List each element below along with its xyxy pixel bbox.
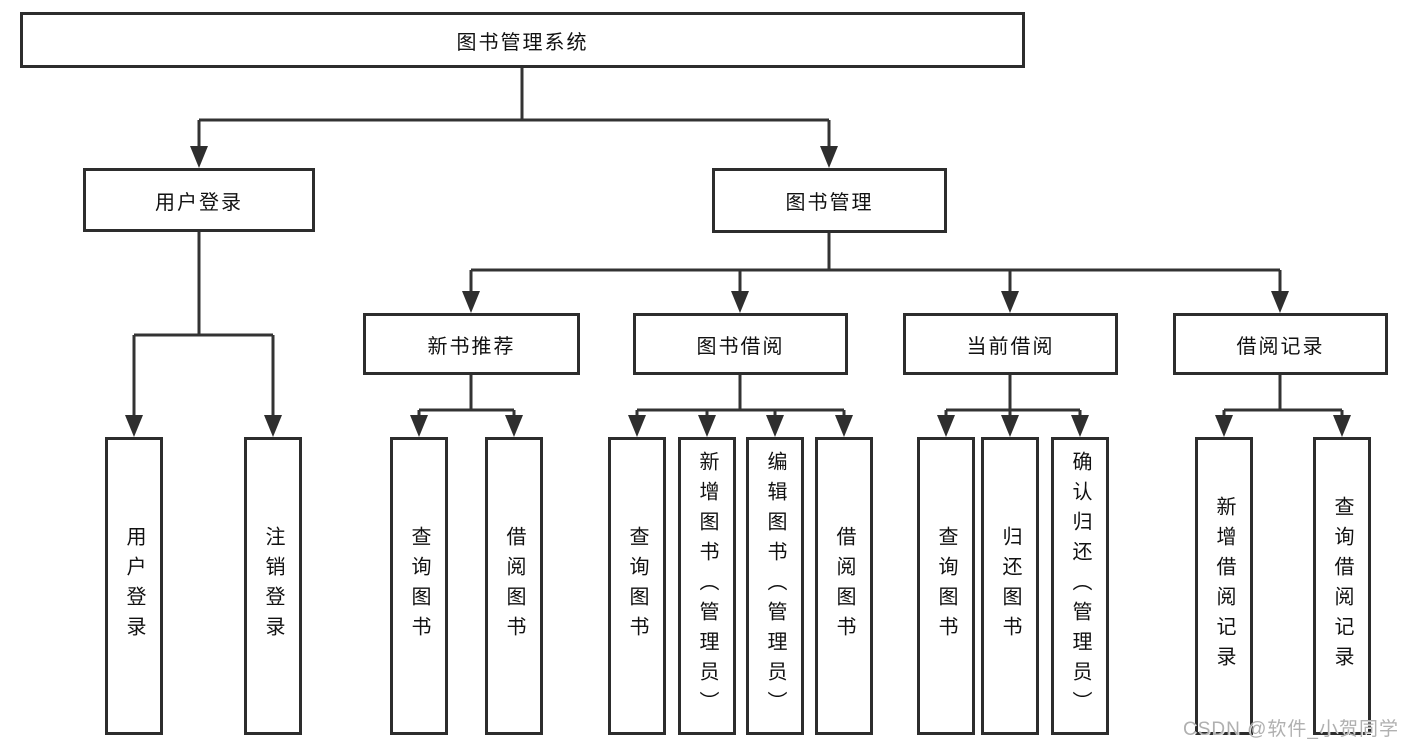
leaf-add-borrow-record: 新增借阅记录 [1195, 437, 1253, 735]
node-label: 新书推荐 [427, 335, 516, 358]
node-label: 借阅图书 [503, 526, 525, 646]
node-label: 编辑图书（管理员） [764, 451, 786, 721]
node-label: 查询借阅记录 [1331, 496, 1353, 676]
leaf-borrow-books-recommend: 借阅图书 [485, 437, 543, 735]
leaf-edit-books-admin: 编辑图书（管理员） [746, 437, 804, 735]
node-label: 查询图书 [626, 526, 648, 646]
connector-strokes [132, 68, 1344, 419]
node-label: 注销登录 [262, 526, 284, 646]
node-label: 借阅图书 [833, 526, 855, 646]
node-user-login: 用户登录 [83, 168, 315, 232]
csdn-watermark: CSDN @软件_小贺同学 [1183, 719, 1399, 740]
arrowhead-icons [125, 146, 1351, 437]
leaf-add-books-admin: 新增图书（管理员） [678, 437, 736, 735]
node-book-management: 图书管理 [712, 168, 947, 233]
node-borrowing-records: 借阅记录 [1173, 313, 1388, 375]
leaf-return-books: 归还图书 [981, 437, 1039, 735]
node-library-management-system: 图书管理系统 [20, 12, 1025, 68]
node-label: 当前借阅 [966, 335, 1055, 358]
leaf-query-borrow-record: 查询借阅记录 [1313, 437, 1371, 735]
node-label: 查询图书 [408, 526, 430, 646]
node-label: 图书管理 [785, 192, 874, 214]
node-label: 查询图书 [935, 526, 957, 646]
leaf-confirm-return-admin: 确认归还（管理员） [1051, 437, 1109, 735]
leaf-query-books-recommend: 查询图书 [390, 437, 448, 735]
node-book-borrowing: 图书借阅 [633, 313, 848, 375]
leaf-logout: 注销登录 [244, 437, 302, 735]
leaf-query-books-borrowing: 查询图书 [608, 437, 666, 735]
node-label: 归还图书 [999, 526, 1021, 646]
node-label: 图书管理系统 [456, 31, 589, 54]
node-current-borrowing: 当前借阅 [903, 313, 1118, 375]
node-label: 用户登录 [123, 526, 145, 646]
node-label: 新增借阅记录 [1213, 496, 1235, 676]
leaf-query-books-current: 查询图书 [917, 437, 975, 735]
node-label: 借阅记录 [1236, 335, 1325, 358]
node-label: 新增图书（管理员） [696, 451, 718, 721]
node-new-book-recommend: 新书推荐 [363, 313, 580, 375]
node-label: 图书借阅 [696, 335, 785, 358]
leaf-borrow-books: 借阅图书 [815, 437, 873, 735]
leaf-user-login: 用户登录 [105, 437, 163, 735]
node-label: 用户登录 [155, 191, 243, 214]
node-label: 确认归还（管理员） [1069, 451, 1091, 721]
